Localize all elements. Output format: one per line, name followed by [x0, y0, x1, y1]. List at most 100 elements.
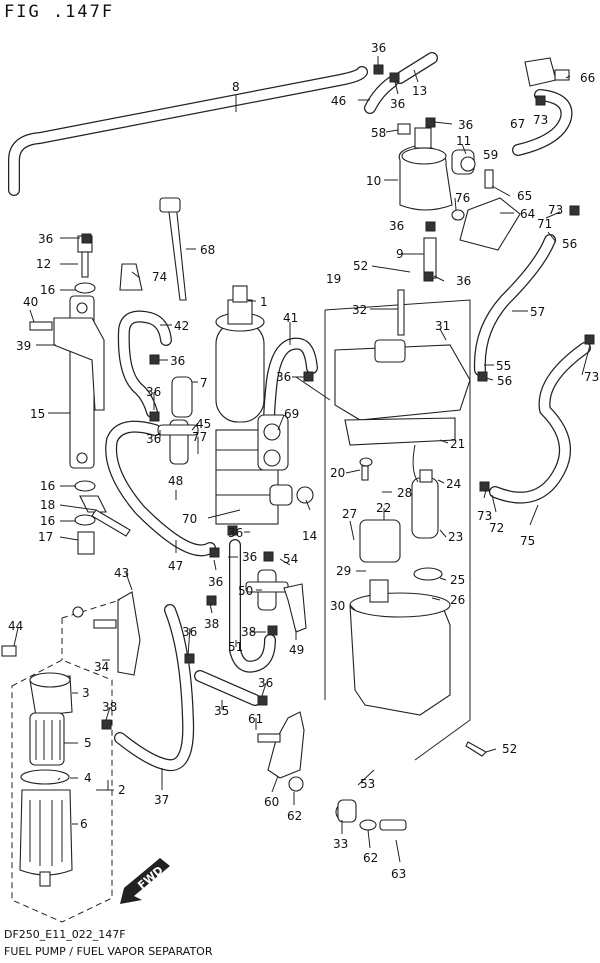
callout: 36 — [389, 219, 404, 233]
callout: 74 — [152, 270, 167, 284]
callout: 36 — [458, 118, 473, 132]
callout: 16 — [40, 514, 55, 528]
callout: 62 — [287, 809, 302, 823]
callout: 36 — [182, 625, 197, 639]
callout: 14 — [302, 529, 317, 543]
callout: 66 — [580, 71, 595, 85]
callout: 43 — [114, 566, 129, 580]
bracket-43 — [61, 591, 141, 676]
callout: 16 — [40, 479, 55, 493]
callout: 27 — [342, 507, 357, 521]
callout: 37 — [154, 793, 169, 807]
callout: 29 — [336, 564, 351, 578]
callout: 76 — [455, 191, 470, 205]
fwd-arrow: FWD — [120, 858, 170, 904]
callout: 68 — [200, 243, 215, 257]
callout: 77 — [192, 430, 207, 444]
callout: 36 — [146, 432, 161, 446]
callout: 52 — [353, 259, 368, 273]
callout: 69 — [284, 407, 299, 421]
callout: 26 — [450, 593, 465, 607]
callout: 36 — [228, 526, 243, 540]
bracket-assembly — [29, 235, 131, 555]
callout: 25 — [450, 573, 465, 587]
callout: 22 — [376, 501, 391, 515]
callout: 50 — [238, 584, 253, 598]
callout: 15 — [30, 407, 45, 421]
callout: 36 — [170, 354, 185, 368]
callout: 36 — [258, 676, 273, 690]
callout: 49 — [289, 643, 304, 657]
callout: 12 — [36, 257, 51, 271]
callout: 36 — [242, 550, 257, 564]
callout: 41 — [283, 311, 298, 325]
leader-lines — [13, 56, 591, 863]
callout: 39 — [16, 339, 31, 353]
callout: 61 — [248, 712, 263, 726]
callout: 35 — [214, 704, 229, 718]
callout: 73 — [584, 370, 599, 384]
callout: 18 — [40, 498, 55, 512]
fuel-pump — [215, 285, 314, 525]
callout: 73 — [477, 509, 492, 523]
callout: 7 — [200, 376, 208, 390]
hoses — [8, 52, 591, 772]
callout: 1 — [260, 295, 268, 309]
callout: 11 — [456, 134, 471, 148]
drawing-code: DF250_E11_022_147F — [4, 928, 126, 941]
callout: 38 — [204, 617, 219, 631]
callout: 23 — [448, 530, 463, 544]
callout: 33 — [333, 837, 348, 851]
callout: 48 — [168, 474, 183, 488]
callout: 36 — [276, 370, 291, 384]
callout: 56 — [562, 237, 577, 251]
vapor-separator-box — [324, 289, 471, 761]
callout: 28 — [397, 486, 412, 500]
callout: 36 — [371, 41, 386, 55]
callout: 64 — [520, 207, 535, 221]
callout: 60 — [264, 795, 279, 809]
callout: 38 — [241, 625, 256, 639]
callout: 57 — [530, 305, 545, 319]
fuel-filter-assembly — [1, 645, 113, 923]
filter-parts — [157, 376, 199, 465]
check-valve — [245, 569, 307, 633]
figure-label: FIG .147F — [4, 2, 115, 22]
callout: 55 — [496, 359, 511, 373]
callout: 47 — [168, 559, 183, 573]
callout: 63 — [391, 867, 406, 881]
callout: 73 — [548, 203, 563, 217]
callout: 32 — [352, 303, 367, 317]
callout: 17 — [38, 530, 53, 544]
callout: 62 — [363, 851, 378, 865]
vapor-separator-top — [397, 57, 570, 279]
callout: 31 — [435, 319, 450, 333]
callout: 65 — [517, 189, 532, 203]
bracket-60 — [257, 711, 487, 831]
callout: 36 — [390, 97, 405, 111]
callout: 73 — [533, 113, 548, 127]
callout: 40 — [23, 295, 38, 309]
callout: 70 — [182, 512, 197, 526]
callout: 21 — [450, 437, 465, 451]
callout: 42 — [174, 319, 189, 333]
tie-strap — [119, 197, 187, 301]
callout: 36 — [38, 232, 53, 246]
callout: 3 — [82, 686, 90, 700]
callout: 75 — [520, 534, 535, 548]
callout: 20 — [330, 466, 345, 480]
callout: 54 — [283, 552, 298, 566]
callout: 67 — [510, 117, 525, 131]
callout: 71 — [537, 217, 552, 231]
callout: 52 — [502, 742, 517, 756]
callout: 9 — [396, 247, 404, 261]
callout: 36 — [456, 274, 471, 288]
callout: 36 — [146, 385, 161, 399]
callout: 10 — [366, 174, 381, 188]
callout: 58 — [371, 126, 386, 140]
figure-caption: FUEL PUMP / FUEL VAPOR SEPARATOR — [4, 945, 213, 958]
callout: 59 — [483, 148, 498, 162]
callout: 6 — [80, 817, 88, 831]
callout: 72 — [489, 521, 504, 535]
